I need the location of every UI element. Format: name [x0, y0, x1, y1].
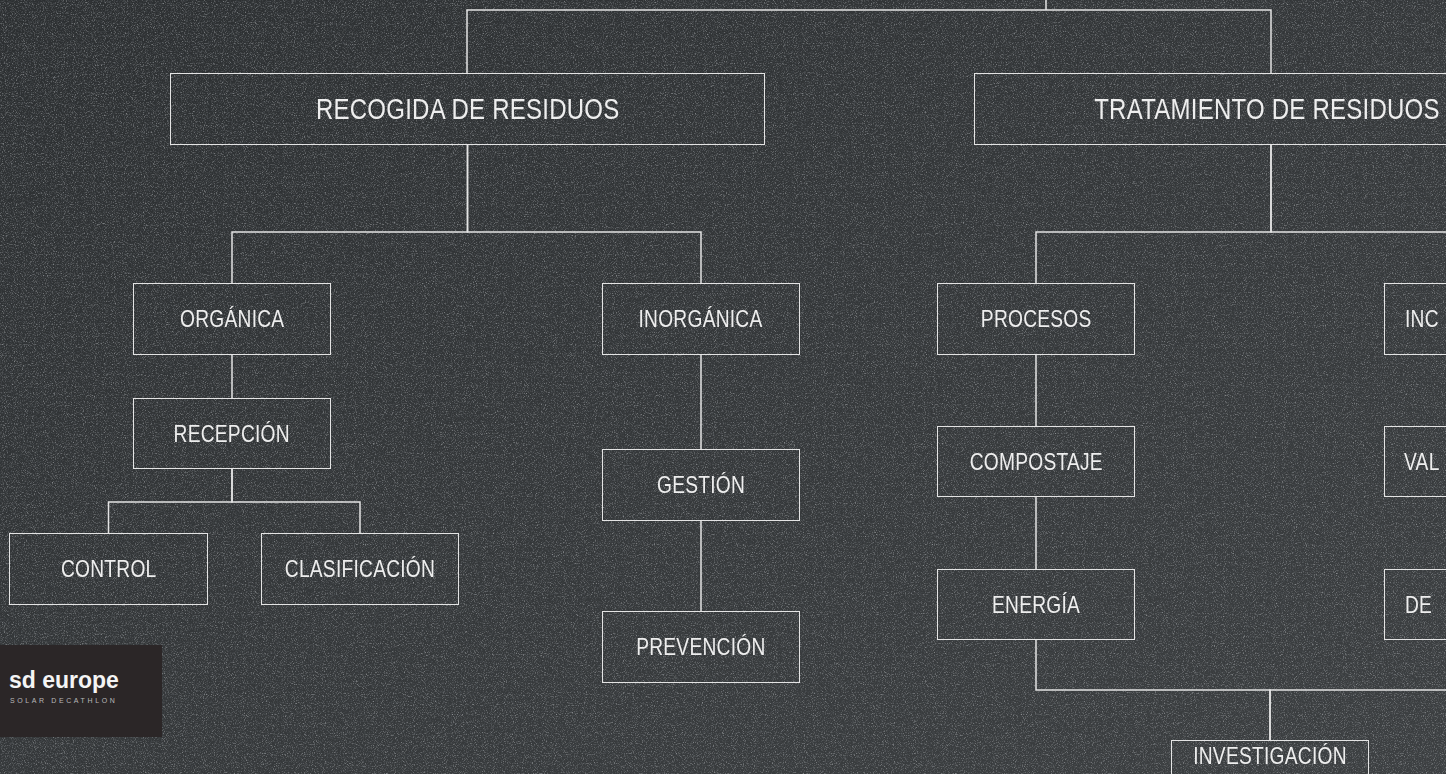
logo-wordmark: sd europe — [9, 667, 119, 694]
category-box: CONTROL — [9, 533, 208, 605]
category-box: ORGÁNICA — [133, 283, 331, 355]
tree-connector — [700, 355, 702, 449]
category-box: PREVENCIÓN — [602, 611, 800, 683]
box-label: TRATAMIENTO DE RESIDUOS — [1094, 92, 1440, 126]
tree-connector — [1270, 640, 1446, 740]
category-box: DE — [1384, 569, 1446, 640]
logo-tagline: SOLAR DECATHLON — [10, 697, 117, 704]
box-label: VAL — [1404, 448, 1440, 476]
category-box: INORGÁNICA — [602, 283, 800, 355]
box-label: PREVENCIÓN — [636, 633, 765, 661]
box-label: DE — [1405, 591, 1432, 619]
category-box: RECEPCIÓN — [133, 398, 331, 469]
box-label: COMPOSTAJE — [969, 448, 1102, 476]
category-box: ENERGÍA — [937, 569, 1135, 640]
tree-connector — [1036, 145, 1271, 283]
tree-connector — [1271, 145, 1446, 283]
tree-connector — [700, 521, 702, 611]
category-box: COMPOSTAJE — [937, 426, 1135, 497]
tree-connector — [468, 145, 702, 283]
box-label: RECEPCIÓN — [174, 420, 290, 448]
tree-connector — [1035, 355, 1037, 426]
tree-connector — [232, 469, 360, 533]
tree-connector — [109, 469, 233, 533]
box-label: CLASIFICACIÓN — [285, 555, 435, 583]
category-box: INC — [1384, 283, 1446, 355]
box-label: ORGÁNICA — [180, 305, 284, 333]
box-label: INORGÁNICA — [639, 305, 763, 333]
box-label: INC — [1405, 305, 1439, 333]
tree-connector — [231, 355, 233, 398]
box-label: ENERGÍA — [992, 591, 1080, 619]
box-label: CONTROL — [61, 555, 157, 583]
category-box: RECOGIDA DE RESIDUOS — [170, 73, 765, 145]
logo-panel: sd europeSOLAR DECATHLON — [0, 645, 162, 737]
category-box: GESTIÓN — [602, 449, 800, 521]
category-box: VAL — [1384, 426, 1446, 497]
box-label: INVESTIGACIÓN — [1193, 742, 1347, 770]
box-label: GESTIÓN — [657, 471, 745, 499]
category-box: PROCESOS — [937, 283, 1135, 355]
tree-connector — [232, 145, 468, 283]
category-box: CLASIFICACIÓN — [261, 533, 459, 605]
box-label: PROCESOS — [981, 305, 1092, 333]
tree-connector — [1036, 640, 1270, 740]
category-box: INVESTIGACIÓN — [1171, 740, 1369, 774]
box-label: RECOGIDA DE RESIDUOS — [316, 92, 620, 126]
tree-connector — [1035, 497, 1037, 569]
category-box: TRATAMIENTO DE RESIDUOS — [974, 73, 1446, 145]
